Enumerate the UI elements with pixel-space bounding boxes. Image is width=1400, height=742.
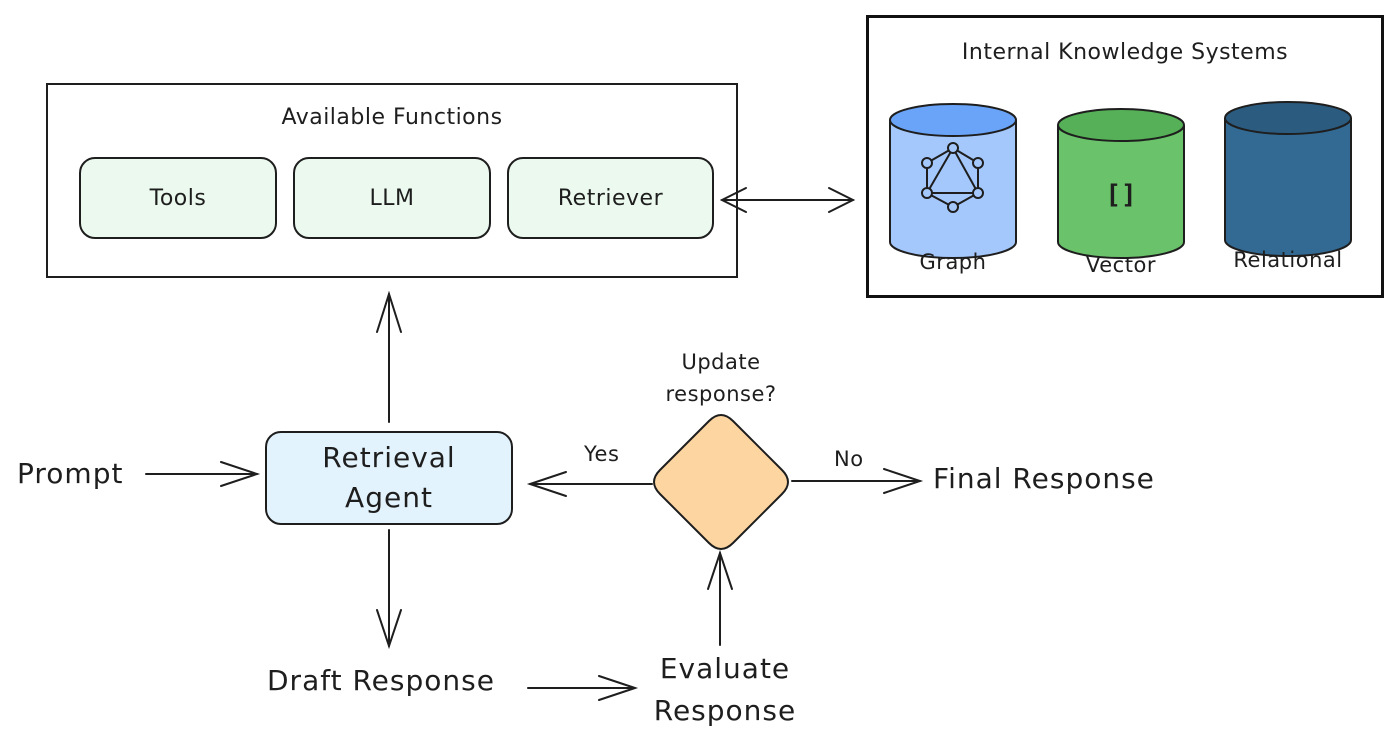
tools-label: Tools bbox=[149, 185, 207, 211]
tools-button[interactable]: Tools bbox=[79, 157, 277, 239]
retrieval-agent-line2: Agent bbox=[345, 481, 433, 514]
graph-database[interactable] bbox=[889, 103, 1017, 259]
retriever-button[interactable]: Retriever bbox=[507, 157, 714, 239]
relational-label: Relational bbox=[1233, 248, 1343, 272]
retriever-label: Retriever bbox=[557, 185, 664, 211]
update-response-line1: Update bbox=[681, 350, 761, 374]
update-response-decision[interactable] bbox=[652, 413, 790, 551]
available-functions-title: Available Functions bbox=[281, 105, 503, 130]
internal-knowledge-systems-title: Internal Knowledge Systems bbox=[961, 40, 1289, 65]
update-response-line2: response? bbox=[665, 382, 777, 406]
no-to-final-arrow bbox=[791, 468, 924, 494]
evaluate-response-node[interactable]: Evaluate Response bbox=[640, 648, 810, 732]
vector-label: Vector bbox=[1086, 253, 1156, 277]
yes-to-agent-arrow bbox=[526, 471, 653, 497]
draft-to-evaluate-arrow bbox=[527, 675, 639, 701]
retrieval-agent-box[interactable]: Retrieval Agent bbox=[265, 431, 513, 525]
llm-button[interactable]: LLM bbox=[293, 157, 491, 239]
agent-to-draft-arrow bbox=[376, 529, 402, 650]
retriever-knowledge-arrow bbox=[719, 187, 856, 213]
graph-label: Graph bbox=[919, 250, 987, 274]
evaluate-response-line2: Response bbox=[653, 694, 797, 727]
llm-label: LLM bbox=[369, 185, 415, 211]
yes-label: Yes bbox=[584, 442, 620, 466]
draft-response-label: Draft Response bbox=[267, 664, 495, 697]
vector-brackets-icon: [] bbox=[1105, 180, 1136, 210]
no-label: No bbox=[834, 447, 864, 471]
evaluate-response-line1: Evaluate bbox=[659, 652, 791, 685]
final-response-label: Final Response bbox=[933, 462, 1155, 495]
retrieval-agent-line1: Retrieval bbox=[322, 441, 456, 474]
agent-to-functions-arrow bbox=[376, 290, 402, 423]
relational-database[interactable] bbox=[1224, 101, 1352, 257]
prompt-label: Prompt bbox=[17, 457, 124, 490]
prompt-to-agent-arrow bbox=[145, 461, 261, 487]
evaluate-to-decision-arrow bbox=[707, 549, 733, 646]
update-response-question: Update response? bbox=[651, 346, 791, 410]
graph-network-icon bbox=[921, 142, 984, 213]
vector-database[interactable]: [] bbox=[1057, 108, 1185, 259]
